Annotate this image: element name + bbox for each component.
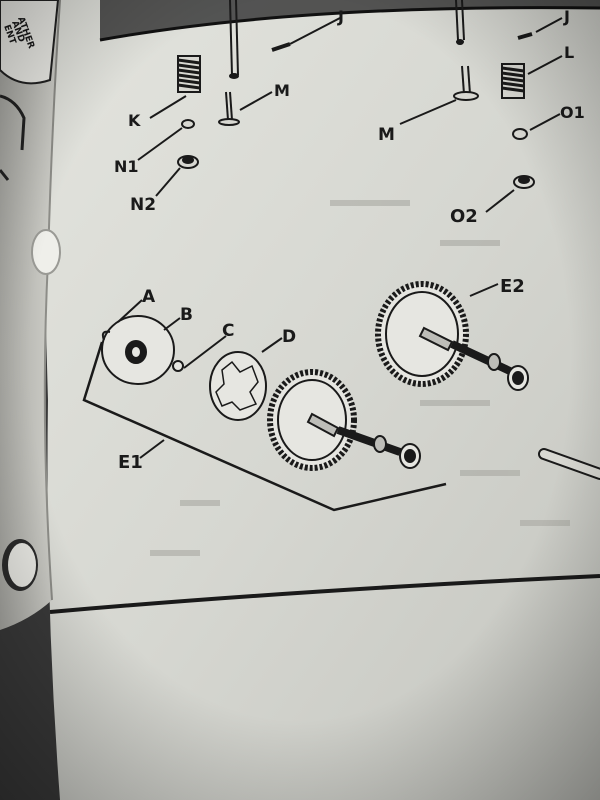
binder-hole-top	[31, 229, 61, 275]
label-j-right: J	[563, 7, 570, 26]
part-d-plate	[209, 351, 267, 421]
label-b: B	[180, 305, 193, 325]
label-e1: E1	[118, 452, 143, 473]
part-b-washer	[172, 360, 184, 372]
label-l: L	[564, 43, 574, 62]
label-o2: O2	[450, 206, 478, 227]
label-j-left: J	[337, 7, 344, 26]
label-a: A	[142, 287, 156, 307]
spring-k	[177, 55, 201, 93]
label-m-right: M	[378, 125, 395, 145]
label-m-left: M	[274, 81, 290, 100]
label-e2: E2	[500, 276, 525, 297]
label-n2: N2	[130, 195, 156, 215]
label-c: C	[222, 321, 234, 341]
label-o1: O1	[560, 103, 585, 122]
spring-l	[501, 63, 525, 99]
label-n1: N1	[114, 157, 139, 176]
label-d: D	[282, 327, 296, 347]
label-k: K	[128, 111, 141, 130]
